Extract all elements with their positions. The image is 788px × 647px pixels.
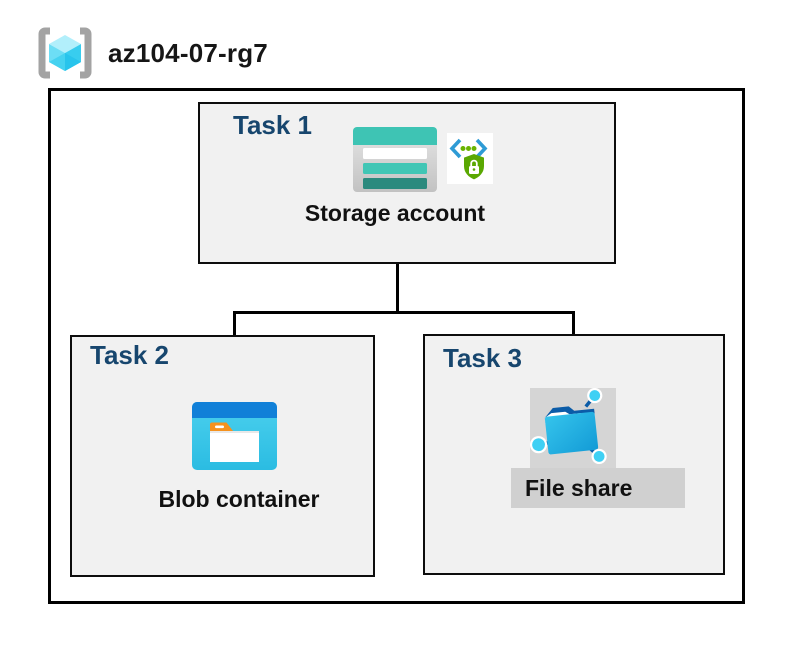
task-1-label: Task 1 <box>233 110 313 140</box>
file-share-icon <box>530 388 607 465</box>
connector-horizontal <box>233 311 575 314</box>
connector-storage-down <box>396 236 399 314</box>
file-share-label: File share <box>525 474 633 501</box>
blob-container-label: Blob container <box>158 486 320 512</box>
resource-group-title: az104-07-rg7 <box>108 37 268 68</box>
secure-endpoint-icon <box>447 133 493 184</box>
storage-account-label: Storage account <box>304 200 486 226</box>
task-2-label: Task 2 <box>90 340 170 370</box>
file-share-label-highlight: File share <box>511 468 685 508</box>
task-3-label: Task 3 <box>443 343 523 373</box>
resource-group-icon <box>38 27 92 79</box>
resource-group-header: az104-07-rg7 <box>36 22 268 84</box>
storage-account-icon <box>353 127 437 192</box>
blob-container-icon <box>192 402 277 470</box>
